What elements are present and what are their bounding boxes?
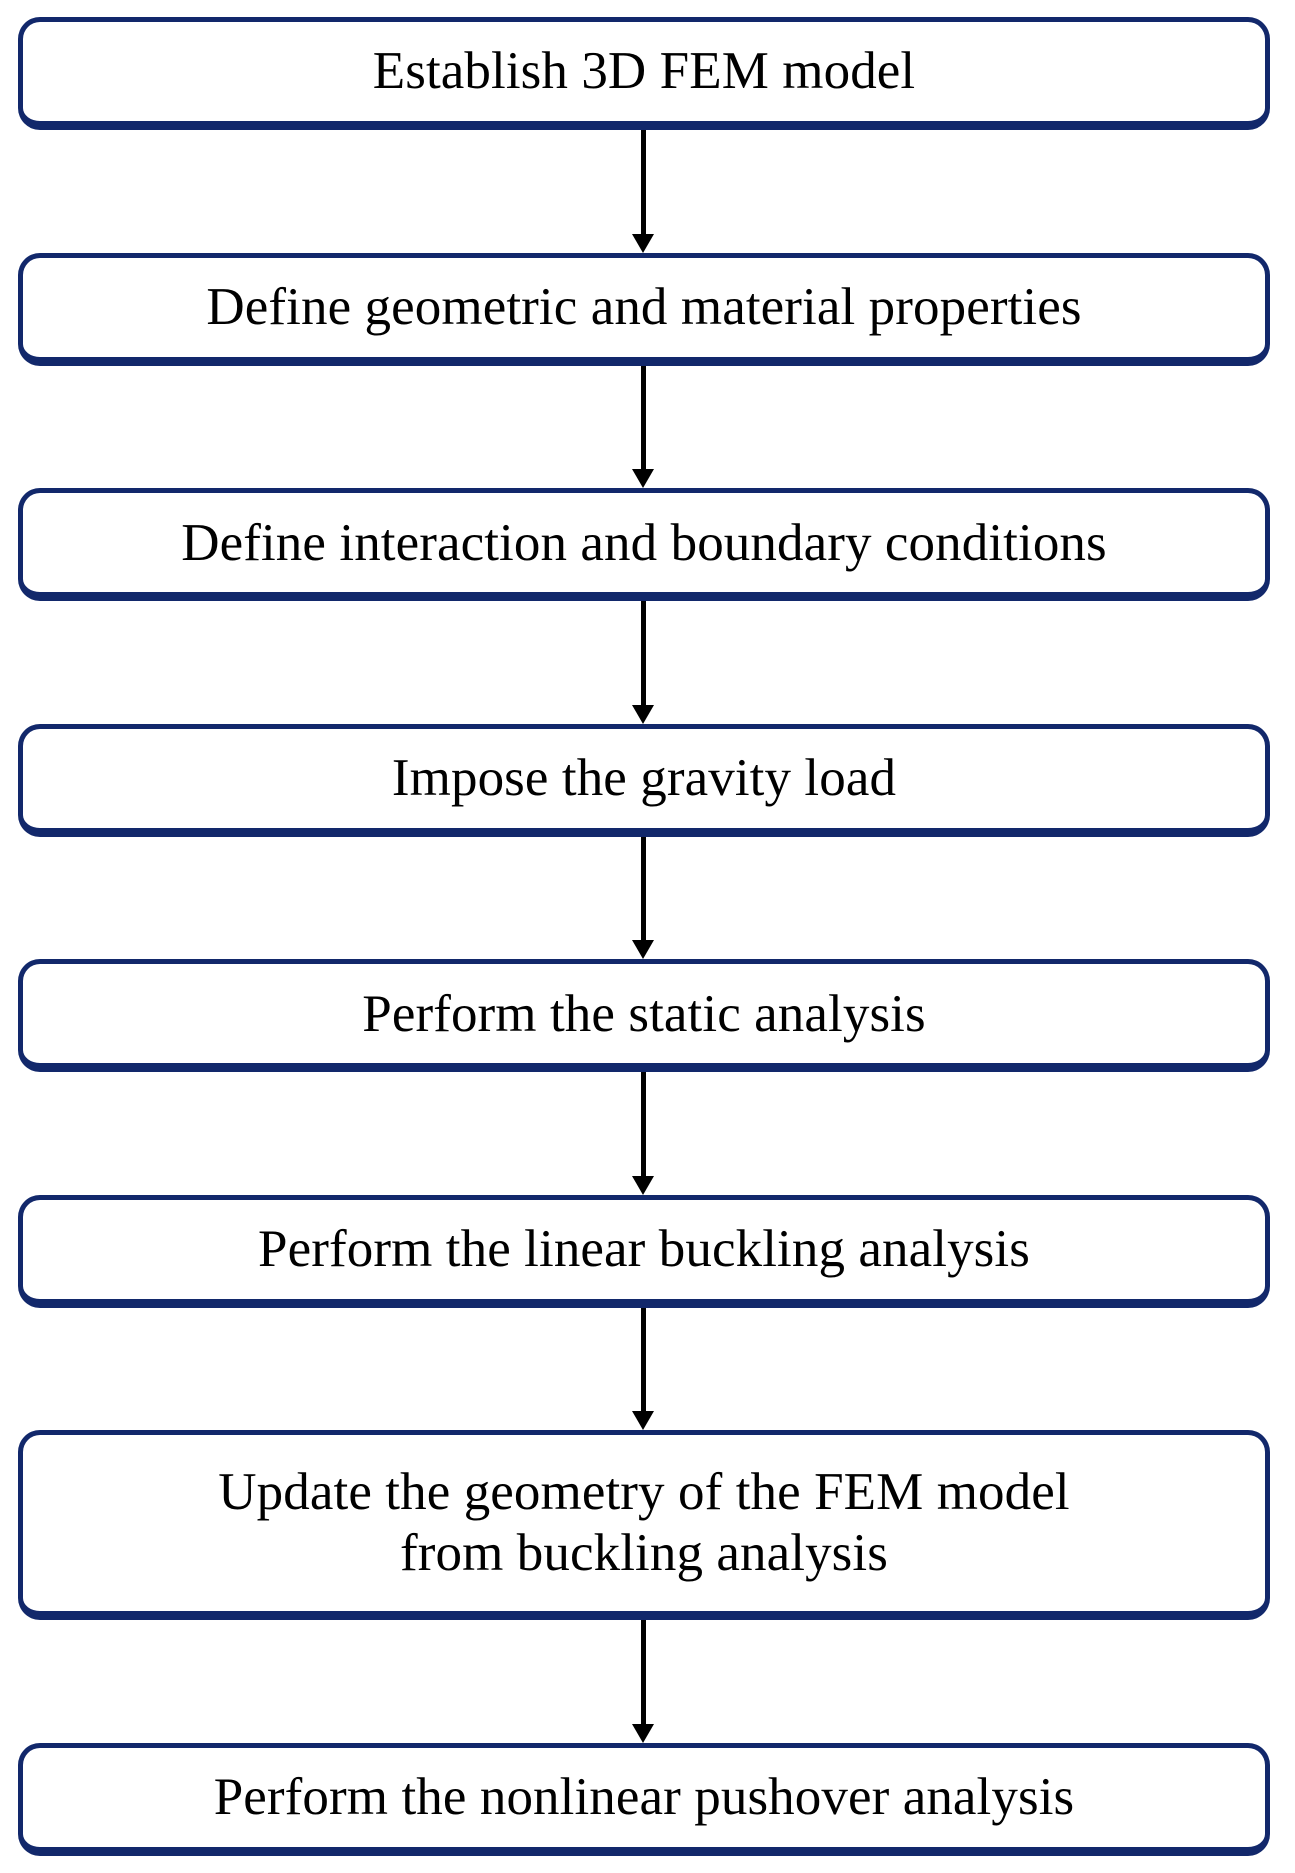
- flowchart-node-label: Define geometric and material properties: [206, 277, 1082, 336]
- flowchart-node-step-3[interactable]: Define interaction and boundary conditio…: [18, 488, 1270, 602]
- flowchart-node-label: Impose the gravity load: [391, 749, 897, 808]
- flowchart-node-step-1[interactable]: Establish 3D FEM model: [18, 17, 1270, 130]
- flowchart-node-step-7[interactable]: Update the geometry of the FEM model fro…: [18, 1430, 1270, 1621]
- arrow-shaft: [641, 365, 646, 472]
- flowchart-arrow-step-6-to-step-7: [632, 1307, 654, 1431]
- flowchart-node-step-8[interactable]: Perform the nonlinear pushover analysis: [18, 1743, 1270, 1856]
- flowchart-arrow-step-1-to-step-2: [632, 130, 654, 253]
- arrow-shaft: [641, 836, 646, 943]
- flowchart-node-step-5[interactable]: Perform the static analysis: [18, 959, 1270, 1073]
- arrow-head-icon: [632, 1175, 654, 1195]
- arrow-shaft: [641, 1307, 646, 1414]
- flowchart-arrow-step-2-to-step-3: [632, 365, 654, 489]
- arrow-shaft: [641, 1620, 646, 1726]
- arrow-shaft: [641, 601, 646, 707]
- flowchart-arrow-step-3-to-step-4: [632, 601, 654, 724]
- flowchart-node-label: Define interaction and boundary conditio…: [181, 513, 1107, 572]
- arrow-head-icon: [632, 1411, 654, 1431]
- arrow-head-icon: [632, 469, 654, 489]
- arrow-head-icon: [632, 233, 654, 253]
- arrow-shaft: [641, 1072, 646, 1178]
- arrow-head-icon: [632, 704, 654, 724]
- flowchart-node-label: Update the geometry of the FEM model fro…: [218, 1462, 1070, 1583]
- flowchart-node-label: Perform the nonlinear pushover analysis: [213, 1768, 1075, 1827]
- arrow-head-icon: [632, 1723, 654, 1743]
- flowchart-node-label: Establish 3D FEM model: [372, 42, 916, 101]
- flowchart-node-step-6[interactable]: Perform the linear buckling analysis: [18, 1194, 1270, 1308]
- flowchart-arrow-step-4-to-step-5: [632, 836, 654, 960]
- flowchart-node-step-4[interactable]: Impose the gravity load: [18, 723, 1270, 837]
- flowchart-node-label: Perform the static analysis: [362, 984, 926, 1043]
- flowchart-arrow-step-7-to-step-8: [632, 1620, 654, 1743]
- flowchart-node-label: Perform the linear buckling analysis: [258, 1220, 1030, 1279]
- flowchart-arrow-step-5-to-step-6: [632, 1072, 654, 1195]
- arrow-shaft: [641, 130, 646, 236]
- flowchart-node-step-2[interactable]: Define geometric and material properties: [18, 252, 1270, 366]
- arrow-head-icon: [632, 940, 654, 960]
